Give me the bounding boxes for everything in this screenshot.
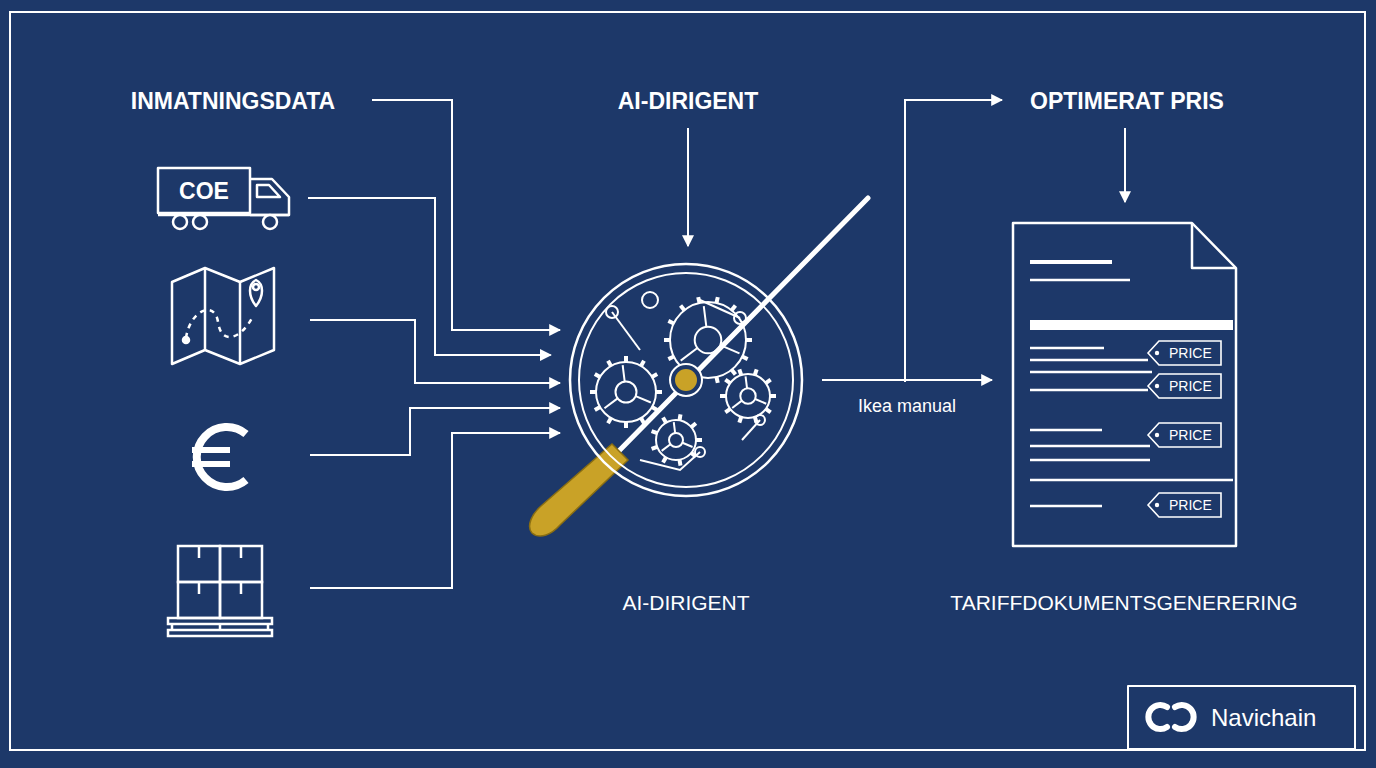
- ai-arrow: [687, 128, 689, 246]
- flow-connector: [308, 198, 551, 355]
- tariff-document: TARIFFDOKUMENTSGENERERINGPRICEPRICEPRICE…: [1012, 222, 1237, 547]
- edge-label: Ikea manual: [856, 396, 958, 417]
- price-branch: [905, 100, 1002, 382]
- baton: [530, 198, 868, 536]
- price-arrow: [1124, 128, 1126, 202]
- price-label: PRICE: [1169, 378, 1212, 394]
- node-text: Navichain: [1211, 704, 1316, 732]
- frame: [10, 12, 1365, 750]
- price-tag: PRICE: [1147, 373, 1222, 399]
- flow-connector: [822, 379, 992, 381]
- heading-label: OPTIMERAT PRIS: [1030, 88, 1224, 114]
- price-label: PRICE: [1169, 497, 1212, 513]
- price-tag: PRICE: [1147, 340, 1222, 366]
- gear-ring: [568, 262, 804, 498]
- heading-label: AI-DIRIGENT: [618, 88, 759, 114]
- price-label: PRICE: [1169, 345, 1212, 361]
- ai-conductor-circle: AI-DIRIGENT: [568, 262, 804, 498]
- node-text: COE: [179, 178, 229, 204]
- euro-icon: [192, 427, 246, 487]
- euro-arrow: [310, 408, 560, 455]
- price-tag: PRICE: [1147, 422, 1222, 448]
- price-tag: PRICE: [1147, 492, 1222, 518]
- node-text: AI-DIRIGENT: [622, 591, 749, 615]
- brand-box: Navichain: [1127, 685, 1356, 750]
- pallet-icon: [168, 546, 272, 636]
- price-label: PRICE: [1169, 427, 1212, 443]
- pallet-arrow: [310, 433, 560, 588]
- node-text: TARIFFDOKUMENTSGENERERING: [950, 591, 1297, 615]
- heading-label: INMATNINGSDATA: [131, 88, 335, 114]
- truck-node: COE: [155, 165, 292, 232]
- map-icon: [172, 268, 274, 364]
- input-arrow: [372, 100, 560, 330]
